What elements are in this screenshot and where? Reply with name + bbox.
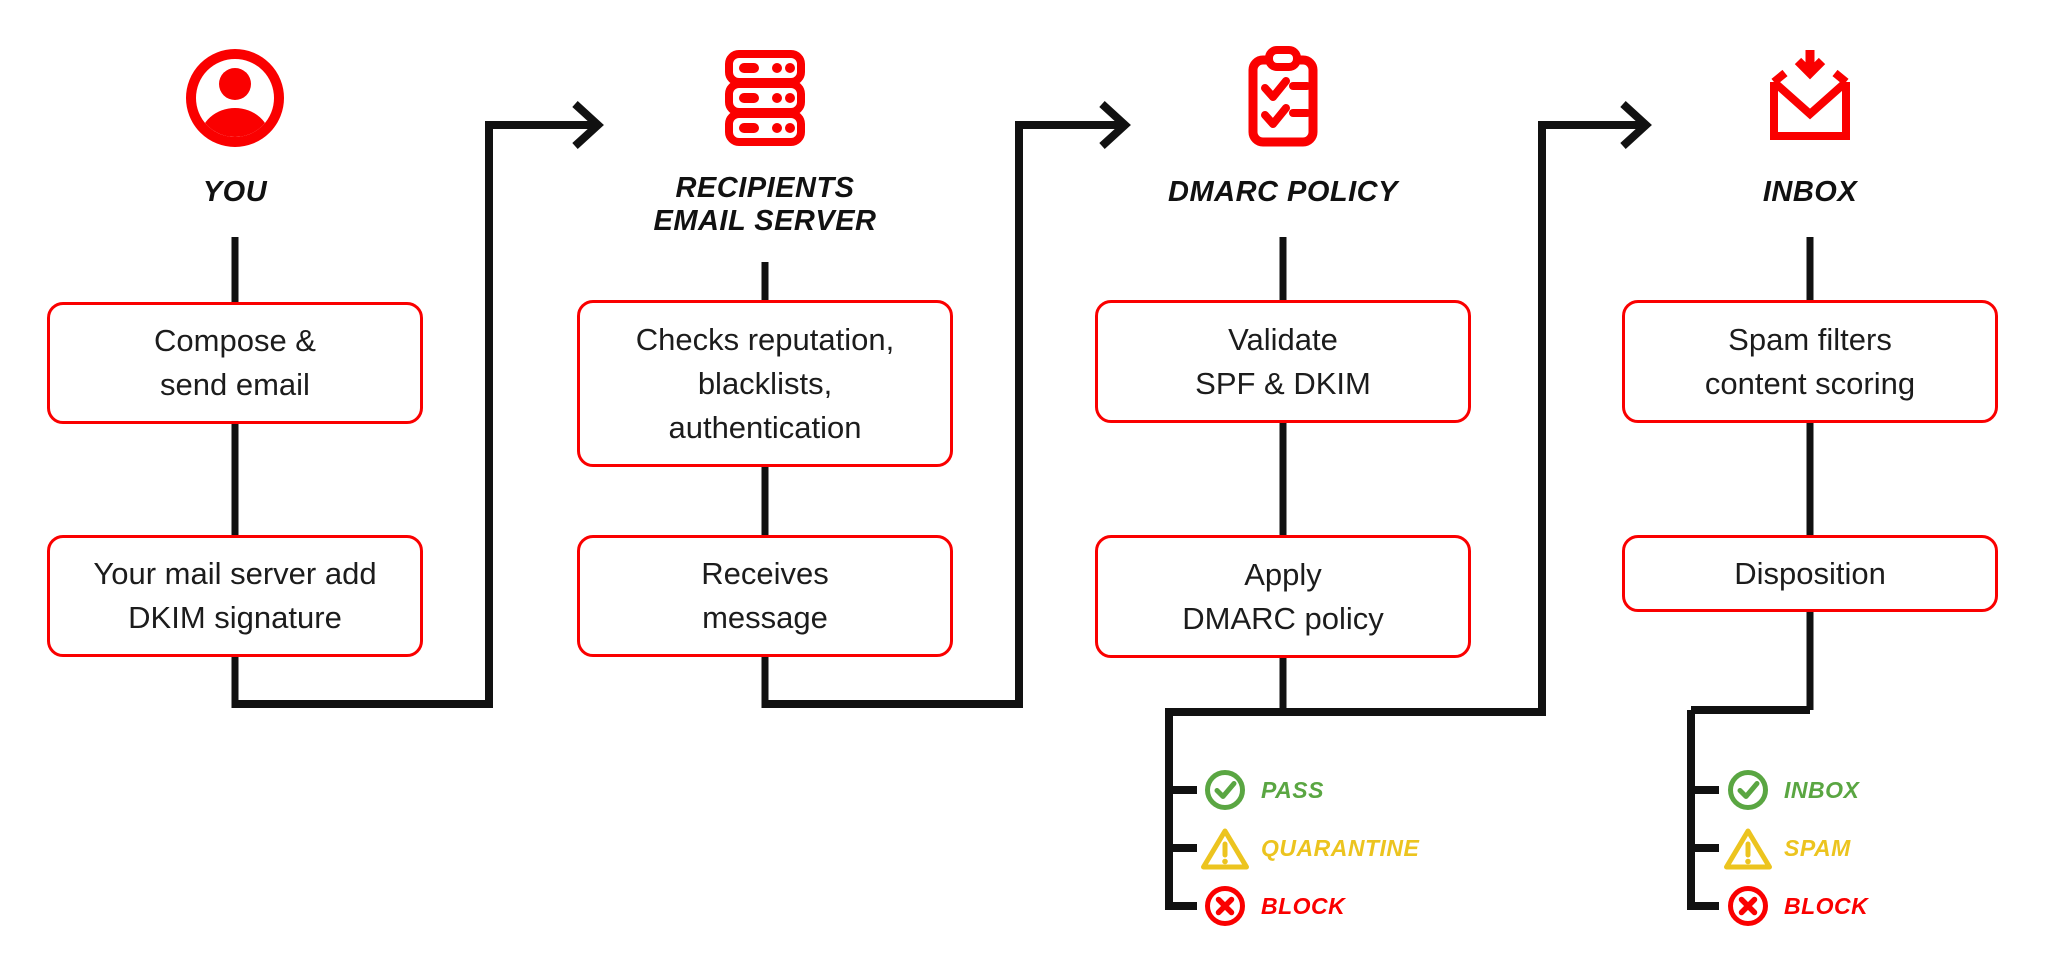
arrowhead-2-icon (1099, 101, 1131, 149)
warning-triangle-icon (1200, 826, 1250, 871)
title-line: INBOX (1762, 176, 1858, 208)
outcome-block: BLOCK (1723, 881, 1868, 931)
step-text-line: DKIM signature (128, 600, 342, 635)
step-text-line: Validate (1228, 321, 1338, 357)
column-title-inbox: INBOX (1763, 176, 1857, 209)
outcome-block: BLOCK (1200, 881, 1345, 931)
flow-step-box: Receives message (577, 535, 953, 657)
flow-step-box: Spam filters content scoring (1622, 300, 1998, 423)
outcome-label: QUARANTINE (1261, 834, 1420, 861)
step-text-line: authentication (668, 409, 862, 445)
step-text-line: SPF & DKIM (1195, 365, 1371, 401)
column-title-you: YOU (203, 176, 267, 209)
step-text-line: send email (160, 367, 310, 402)
outcome-label: INBOX (1784, 776, 1860, 803)
arrowhead-1-icon (572, 101, 604, 149)
person-icon (183, 46, 287, 150)
outcome-quarantine: QUARANTINE (1200, 823, 1419, 873)
outcome-label: PASS (1261, 776, 1324, 803)
title-line: DMARC POLICY (1168, 176, 1398, 208)
outcome-label: BLOCK (1261, 892, 1346, 919)
step-text-line: Receives (701, 556, 829, 591)
step-text-line: Apply (1244, 556, 1322, 592)
outcome-label: SPAM (1784, 834, 1851, 861)
flow-step-box: Disposition (1622, 535, 1998, 612)
outcome-inbox: INBOX (1723, 765, 1859, 815)
check-circle-icon (1723, 769, 1773, 811)
step-text-line: Your mail server add (93, 556, 377, 591)
x-circle-icon (1200, 885, 1250, 927)
flow-step-box: Apply DMARC policy (1095, 535, 1471, 658)
flow-step-box: Checks reputation, blacklists, authentic… (577, 300, 953, 467)
branch-col3 (1165, 712, 1197, 910)
outcome-pass: PASS (1200, 765, 1324, 815)
title-line: EMAIL SERVER (653, 205, 877, 237)
branch-col4 (1687, 710, 1719, 910)
column-title-recipients-email-server: RECIPIENTS EMAIL SERVER (653, 172, 876, 238)
arrowhead-3-icon (1620, 101, 1652, 149)
clipboard-icon (1231, 46, 1335, 150)
flow-step-box: Compose & send email (47, 302, 423, 424)
outcome-spam: SPAM (1723, 823, 1851, 873)
step-text-line: DMARC policy (1182, 600, 1384, 636)
column-title-dmarc-policy: DMARC POLICY (1168, 176, 1398, 209)
server-icon (713, 46, 817, 150)
x-circle-icon (1723, 885, 1773, 927)
step-text-line: content scoring (1704, 365, 1916, 401)
step-text-line: Compose & (154, 323, 316, 358)
step-text-line: message (702, 600, 828, 635)
connector-2-3 (765, 121, 1120, 708)
step-text-line: blacklists, (697, 365, 833, 401)
connector-1-2 (235, 121, 593, 708)
inbox-icon (1758, 46, 1862, 150)
connector-3-4 (1165, 121, 1641, 716)
warning-triangle-icon (1723, 826, 1773, 871)
flow-step-box: Validate SPF & DKIM (1095, 300, 1471, 423)
step-text-line: Checks reputation, (635, 321, 895, 357)
check-circle-icon (1200, 769, 1250, 811)
title-line: RECIPIENTS (675, 172, 855, 204)
outcome-label: BLOCK (1784, 892, 1869, 919)
step-text-line: Disposition (1734, 555, 1886, 591)
step-text-line: Spam filters (1728, 321, 1892, 357)
title-line: YOU (202, 176, 268, 208)
flow-step-box: Your mail server add DKIM signature (47, 535, 423, 657)
